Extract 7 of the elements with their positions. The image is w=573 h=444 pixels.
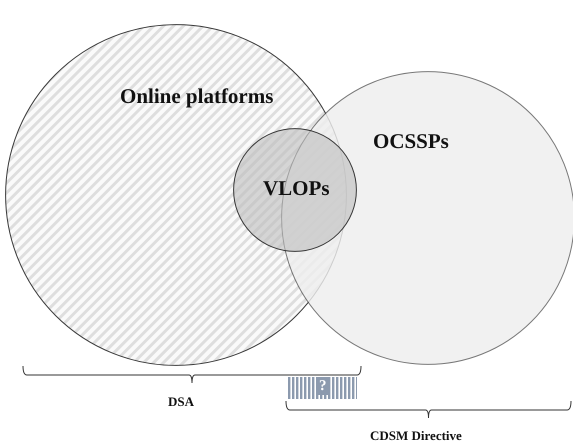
set-label: VLOPs: [263, 176, 330, 201]
bracket-label: CDSM Directive: [370, 428, 462, 444]
set-label: OCSSPs: [373, 129, 449, 154]
bracket-label: DSA: [168, 394, 194, 410]
venn-circle: [233, 128, 357, 252]
set-label: Online platforms: [120, 84, 274, 109]
question-mark: ?: [318, 377, 328, 395]
